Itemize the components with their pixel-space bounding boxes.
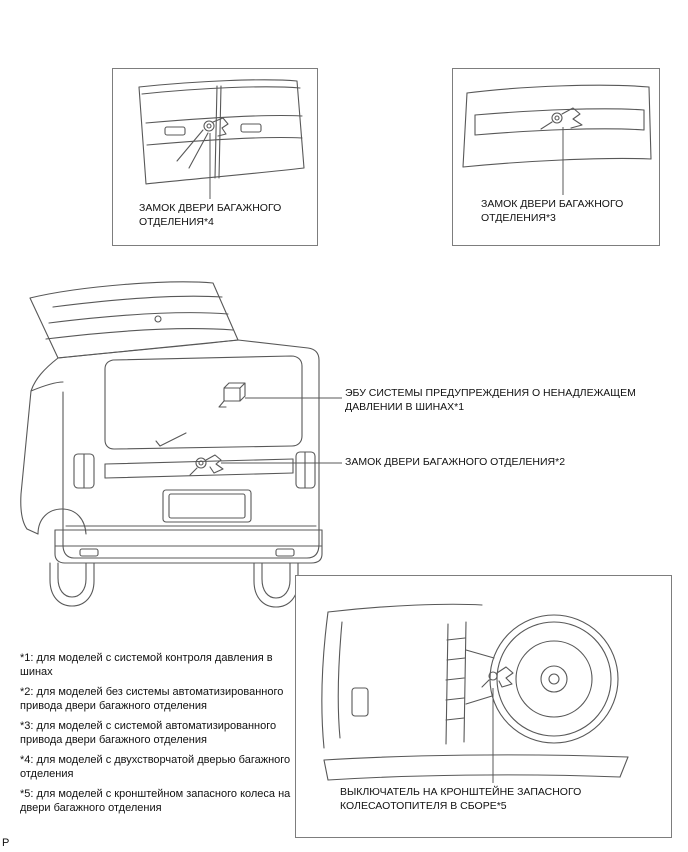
page-corner-letter: P: [2, 837, 10, 849]
tire-pressure-ecu-illustration: [218, 382, 246, 408]
power-liftgate-lock-label: ЗАМОК ДВЕРИ БАГАЖНОГО ОТДЕЛЕНИЯ*3: [481, 198, 623, 225]
carrier-switch-illustration: [481, 666, 514, 688]
power-liftgate-lock-illustration: [540, 107, 583, 130]
twin-rear-door-illustration: [138, 79, 305, 199]
footnote: *1: для моделей с системой контроля давл…: [20, 652, 273, 678]
label-line: ДАВЛЕНИИ В ШИНАХ*1: [345, 400, 465, 413]
figure-box-spare-carrier-switch: ВЫКЛЮЧАТЕЛЬ НА КРОНШТЕЙНЕ ЗАПАСНОГО КОЛЕ…: [295, 575, 672, 838]
suv-rear-illustration: [20, 281, 342, 608]
twin-door-lock-label: ЗАМОК ДВЕРИ БАГАЖНОГО ОТДЕЛЕНИЯ*4: [139, 202, 281, 229]
suv-body-art: [20, 281, 323, 608]
liftgate-body-art: [462, 84, 652, 168]
callout-tpws-ecu-label: ЭБУ СИСТЕМЫ ПРЕДУПРЕЖДЕНИЯ О НЕНАДЛЕЖАЩЕ…: [345, 387, 636, 414]
label-line: КОЛЕСАОТОПИТЕЛЯ В СБОРЕ*5: [340, 799, 507, 812]
footnotes-block: *1: для моделей с системой контроля давл…: [20, 652, 300, 822]
twin-door-lock-illustration: [176, 117, 229, 169]
label-line: ОТДЕЛЕНИЯ*4: [139, 215, 214, 228]
footnote: *2: для моделей без системы автоматизиро…: [20, 686, 284, 712]
footnote: *4: для моделей с двухстворчатой дверью …: [20, 754, 291, 780]
spare-carrier-body-art: [321, 603, 629, 781]
twin-door-body-art: [138, 79, 305, 185]
callout-liftgate-lock-label: ЗАМОК ДВЕРИ БАГАЖНОГО ОТДЕЛЕНИЯ*2: [345, 456, 565, 470]
liftgate-lock-illustration: [189, 454, 224, 476]
spare-wheel-carrier-illustration: [321, 603, 629, 783]
label-line: ЗАМОК ДВЕРИ БАГАЖНОГО ОТДЕЛЕНИЯ*2: [345, 456, 566, 468]
figure-box-twin-door-lock: ЗАМОК ДВЕРИ БАГАЖНОГО ОТДЕЛЕНИЯ*4: [112, 68, 318, 246]
label-line: ЗАМОК ДВЕРИ БАГАЖНОГО: [481, 198, 624, 210]
label-line: ВЫКЛЮЧАТЕЛЬ НА КРОНШТЕЙНЕ ЗАПАСНОГО: [340, 786, 582, 798]
footnote: *5: для моделей с кронштейном запасного …: [20, 788, 291, 814]
footnote: *3: для моделей с системой автоматизиров…: [20, 720, 277, 746]
label-line: ЭБУ СИСТЕМЫ ПРЕДУПРЕЖДЕНИЯ О НЕНАДЛЕЖАЩЕ…: [345, 387, 636, 399]
figure-box-power-liftgate-lock: ЗАМОК ДВЕРИ БАГАЖНОГО ОТДЕЛЕНИЯ*3: [452, 68, 660, 246]
label-line: ОТДЕЛЕНИЯ*3: [481, 211, 556, 224]
carrier-switch-label: ВЫКЛЮЧАТЕЛЬ НА КРОНШТЕЙНЕ ЗАПАСНОГО КОЛЕ…: [340, 786, 581, 813]
liftgate-garnish-illustration: [462, 84, 652, 195]
label-line: ЗАМОК ДВЕРИ БАГАЖНОГО: [139, 202, 282, 214]
